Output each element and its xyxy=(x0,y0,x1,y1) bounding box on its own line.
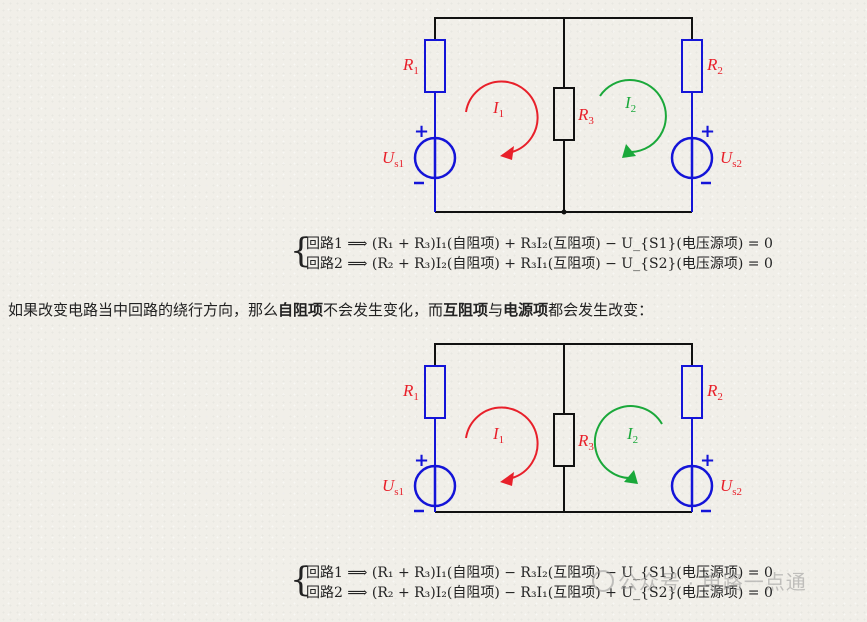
brace: { xyxy=(290,560,312,600)
svg-text:+: + xyxy=(414,450,429,471)
label-i1: I1 xyxy=(492,424,504,446)
circuit-diagram-1: + + R1 R2 R3 I1 I2 Us1 Us2 xyxy=(382,17,742,215)
resistor-r2 xyxy=(681,365,703,466)
resistor-r3 xyxy=(553,413,575,467)
circuit-diagram-2: + + R1 R2 R3 I1 I2 Us1 Us2 xyxy=(382,343,742,513)
voltage-source-us1: + xyxy=(413,121,457,212)
bold-self-resistance: 自阻项 xyxy=(278,302,324,319)
resistor-r1 xyxy=(424,39,446,138)
equation-group-1: { 回路1 ⟹ (R₁ + R₃)I₁(自阻项) + R₃I₂(互阻项) − U… xyxy=(290,234,773,274)
voltage-source-us2: + xyxy=(670,450,715,513)
equation-group-2: { 回路1 ⟹ (R₁ + R₃)I₁(自阻项) − R₃I₂(互阻项) − U… xyxy=(290,563,773,603)
label-us2: Us2 xyxy=(720,476,742,498)
svg-text:+: + xyxy=(414,121,429,142)
label-r2: R2 xyxy=(706,381,723,403)
label-r3: R3 xyxy=(577,431,594,453)
loop1-arrow-clockwise xyxy=(465,80,539,160)
brace: { xyxy=(290,231,312,271)
svg-text:+: + xyxy=(700,450,715,471)
loop2-arrow-clockwise xyxy=(599,79,667,158)
equation-loop2: 回路2 ⟹ (R₂ + R₃)I₂(自阻项) − R₃I₁(互阻项) + U_{… xyxy=(306,585,773,601)
label-r2: R2 xyxy=(706,55,723,77)
resistor-r2 xyxy=(681,39,703,138)
resistor-r1 xyxy=(424,365,446,466)
label-us1: Us1 xyxy=(382,148,404,170)
voltage-source-us1: + xyxy=(413,450,457,513)
bold-mutual-resistance: 互阻项 xyxy=(443,302,489,319)
para-text: 如果改变电路当中回路的绕行方向，那么 xyxy=(8,302,279,319)
label-i1: I1 xyxy=(492,98,504,120)
label-r1: R1 xyxy=(402,55,419,77)
label-r3: R3 xyxy=(577,105,594,127)
label-i2: I2 xyxy=(624,93,636,115)
label-us2: Us2 xyxy=(720,148,742,170)
para-text: 不会发生变化，而 xyxy=(323,302,444,319)
equation-loop1: 回路1 ⟹ (R₁ + R₃)I₁(自阻项) − R₃I₂(互阻项) − U_{… xyxy=(306,565,773,581)
para-text: 与 xyxy=(488,302,504,319)
label-r1: R1 xyxy=(402,381,419,403)
label-i2: I2 xyxy=(626,424,638,446)
para-text: 都会发生改变： xyxy=(548,302,654,319)
watermark: 公众号 · 电路一点通 xyxy=(592,566,807,595)
svg-text:+: + xyxy=(700,121,715,142)
equation-loop2: 回路2 ⟹ (R₂ + R₃)I₂(自阻项) + R₃I₁(互阻项) − U_{… xyxy=(306,256,773,272)
loop1-arrow-clockwise xyxy=(465,406,539,486)
explanation-paragraph: 如果改变电路当中回路的绕行方向，那么自阻项不会发生变化，而互阻项与电源项都会发生… xyxy=(8,299,653,320)
voltage-source-us2: + xyxy=(670,121,715,212)
label-us1: Us1 xyxy=(382,476,404,498)
bold-source-term: 电源项 xyxy=(503,302,549,319)
circuit-wires xyxy=(434,343,693,513)
equation-loop1: 回路1 ⟹ (R₁ + R₃)I₁(自阻项) + R₃I₂(互阻项) − U_{… xyxy=(306,236,773,252)
watermark-text: 公众号 · 电路一点通 xyxy=(618,572,807,594)
resistor-r3 xyxy=(553,87,575,215)
loop2-arrow-counterclockwise xyxy=(593,405,663,484)
circuit-wires xyxy=(434,17,693,213)
wechat-icon xyxy=(592,570,614,592)
